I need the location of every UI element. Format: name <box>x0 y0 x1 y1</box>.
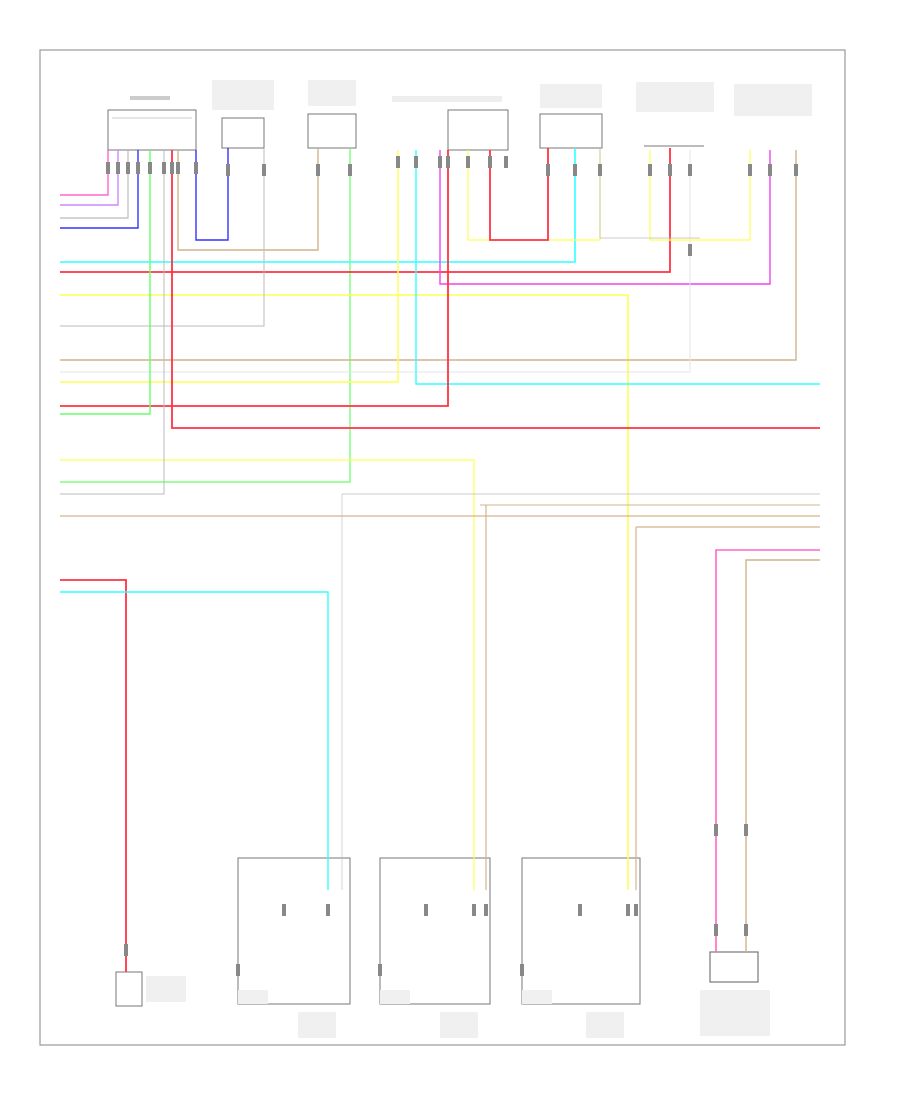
wire-tag-45 <box>688 244 692 256</box>
wire-tag-41 <box>714 824 718 836</box>
wire-green-17 <box>60 150 151 415</box>
wire-red-8 <box>60 148 671 273</box>
wire-blue-3 <box>60 150 139 229</box>
wire-tag-29 <box>124 944 128 956</box>
wire-tag-40 <box>634 904 638 916</box>
wire-gray-35 <box>599 148 700 239</box>
wire-tag-0 <box>106 162 110 174</box>
component-connector-left <box>107 96 197 151</box>
wire-tan-29 <box>745 559 820 952</box>
wire-tag-24 <box>668 164 672 176</box>
wire-tag-4 <box>148 162 152 174</box>
wire-layer <box>60 148 820 972</box>
wire-tag-38 <box>484 904 488 916</box>
wire-tag-7 <box>176 162 180 174</box>
wire-tag-34 <box>424 904 428 916</box>
wire-tag-19 <box>504 156 508 168</box>
wire-tag-39 <box>626 904 630 916</box>
component-switch-1 <box>237 857 351 1038</box>
component-module-d <box>636 82 714 147</box>
component-sensor-bottom-left <box>115 971 186 1007</box>
wire-yellow-14 <box>60 150 399 383</box>
component-module-b <box>307 80 357 149</box>
wire-tag-35 <box>578 904 582 916</box>
wire-tag-43 <box>714 924 718 936</box>
wire-tag-2 <box>126 162 130 174</box>
wire-tag-37 <box>472 904 476 916</box>
wire-magenta-9 <box>439 150 771 285</box>
wire-yellow-19 <box>60 459 475 890</box>
wire-tag-32 <box>520 964 524 976</box>
wire-tag-31 <box>378 964 382 976</box>
wire-tag-36 <box>326 904 330 916</box>
wire-tag-15 <box>438 156 442 168</box>
wire-tag-1 <box>116 162 120 174</box>
wire-cyan-31 <box>60 591 329 890</box>
wire-tan-12 <box>60 150 797 361</box>
wire-tag-18 <box>488 156 492 168</box>
component-switch-3 <box>521 857 641 1038</box>
wire-violet-1 <box>60 150 119 206</box>
wire-tag-30 <box>236 964 240 976</box>
wire-white-13 <box>60 150 691 373</box>
wire-yellow-32 <box>467 150 601 241</box>
wire-tag-10 <box>262 164 266 176</box>
wire-blue-4 <box>195 148 229 241</box>
wire-pink-0 <box>60 150 109 196</box>
wire-tag-27 <box>768 164 772 176</box>
component-module-e <box>734 84 812 116</box>
wire-tag-28 <box>794 164 798 176</box>
wire-green-6 <box>60 148 351 483</box>
wire-tag-11 <box>316 164 320 176</box>
wire-pink-28 <box>715 549 820 952</box>
component-connector-center <box>392 96 509 151</box>
wire-tag-8 <box>194 162 198 174</box>
wire-tag-44 <box>744 924 748 936</box>
wire-tag-21 <box>573 164 577 176</box>
wire-red-16 <box>60 150 449 407</box>
wire-tag-14 <box>414 156 418 168</box>
wire-red-18 <box>171 150 820 429</box>
wire-tag-26 <box>748 164 752 176</box>
wire-tag-42 <box>744 824 748 836</box>
wire-tag-23 <box>648 164 652 176</box>
wire-tag-13 <box>396 156 400 168</box>
wire-tag-6 <box>170 162 174 174</box>
wire-gray-20 <box>60 150 165 495</box>
wire-tag-5 <box>162 162 166 174</box>
wire-yellow-10 <box>60 294 629 890</box>
wire-tag-25 <box>688 164 692 176</box>
wire-tag-layer <box>106 156 798 976</box>
component-module-a <box>212 80 274 149</box>
wire-red-30 <box>60 579 127 972</box>
wire-tag-17 <box>466 156 470 168</box>
wire-cyan-7 <box>60 148 576 263</box>
diagram-frame <box>39 49 846 1046</box>
wire-cyan-15 <box>415 150 820 385</box>
wire-yellow-34 <box>649 150 751 241</box>
wire-tag-33 <box>282 904 286 916</box>
component-module-bottom-right <box>700 951 770 1036</box>
wire-tan-5 <box>177 148 319 251</box>
component-module-c <box>539 84 603 149</box>
wire-gray-11 <box>60 148 265 327</box>
wire-tag-20 <box>546 164 550 176</box>
wire-tag-22 <box>598 164 602 176</box>
wire-tag-16 <box>446 156 450 168</box>
component-switch-2 <box>379 857 491 1038</box>
wire-tag-12 <box>348 164 352 176</box>
wire-tag-9 <box>226 164 230 176</box>
wire-tag-3 <box>136 162 140 174</box>
wire-red-33 <box>489 148 549 241</box>
